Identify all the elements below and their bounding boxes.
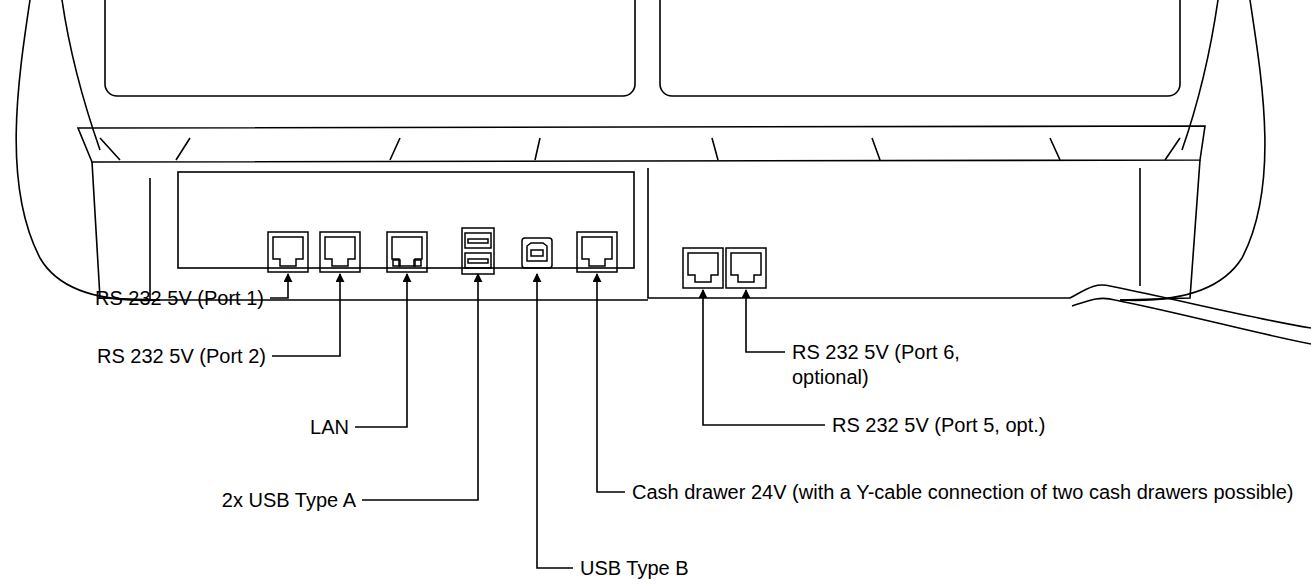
drawing-stroke — [746, 290, 785, 352]
callout-label: RS 232 5V (Port 2) — [97, 344, 266, 369]
callout-label: Cash drawer 24V (with a Y-cable connecti… — [632, 480, 1302, 505]
drawing-stroke — [527, 243, 547, 261]
drawing-stroke — [414, 260, 421, 266]
drawing-stroke — [272, 274, 340, 356]
drawing-stroke — [325, 237, 355, 266]
drawing-stroke — [16, 0, 160, 300]
drawing-stroke — [387, 232, 427, 272]
drawing-stroke — [688, 253, 718, 282]
callout-label: RS 232 5V (Port 1) — [95, 286, 264, 311]
drawing-stroke — [577, 232, 617, 272]
drawing-stroke — [683, 248, 723, 288]
drawing-stroke — [1182, 0, 1218, 150]
drawing-stroke — [465, 233, 491, 248]
drawing-stroke — [660, 0, 1180, 96]
drawing-stroke — [150, 178, 648, 300]
drawing-stroke — [78, 126, 1205, 162]
drawing-stroke — [1070, 285, 1311, 328]
drawing-stroke — [320, 232, 360, 272]
drawing-stroke — [465, 253, 491, 268]
drawing-stroke — [683, 248, 723, 288]
housing-outline — [16, 0, 1311, 344]
drawing-stroke — [648, 168, 1070, 298]
drawing-stroke — [100, 138, 1180, 160]
callout-label: RS 232 5V (Port 6, optional) — [792, 340, 992, 390]
drawing-stroke — [268, 232, 308, 272]
drawing-stroke — [522, 238, 552, 268]
drawing-stroke — [1072, 298, 1311, 344]
drawing-stroke — [273, 237, 303, 266]
drawing-stroke — [468, 259, 488, 263]
drawing-stroke — [731, 253, 761, 282]
drawing-stroke — [387, 232, 427, 272]
drawing-stroke — [105, 0, 635, 96]
drawing-stroke — [597, 274, 625, 492]
callout-label: RS 232 5V (Port 5, opt.) — [832, 413, 1045, 438]
connector-ports — [268, 228, 766, 288]
drawing-stroke — [726, 248, 766, 288]
callout-label: 2x USB Type A — [222, 488, 356, 513]
callout-label: USB Type B — [580, 556, 689, 581]
drawing-stroke — [582, 237, 612, 266]
drawing-stroke — [268, 232, 308, 272]
drawing-stroke — [1139, 168, 1141, 286]
drawing-stroke — [522, 238, 552, 268]
drawing-stroke — [355, 274, 407, 427]
drawing-stroke — [320, 232, 360, 272]
drawing-stroke — [1120, 160, 1200, 300]
drawing-stroke — [462, 228, 494, 274]
drawing-stroke — [577, 232, 617, 272]
drawing-stroke — [392, 237, 422, 266]
drawing-stroke — [1120, 0, 1265, 300]
drawing-stroke — [178, 172, 634, 268]
drawing-stroke — [531, 250, 543, 256]
drawing-stroke — [468, 239, 488, 243]
drawing-stroke — [393, 260, 400, 266]
callout-label: LAN — [310, 415, 349, 440]
drawing-stroke — [270, 274, 288, 298]
drawing-stroke — [537, 274, 573, 568]
drawing-stroke — [362, 274, 478, 500]
leader-lines — [270, 274, 825, 568]
drawing-stroke — [726, 248, 766, 288]
drawing-stroke — [462, 228, 494, 274]
